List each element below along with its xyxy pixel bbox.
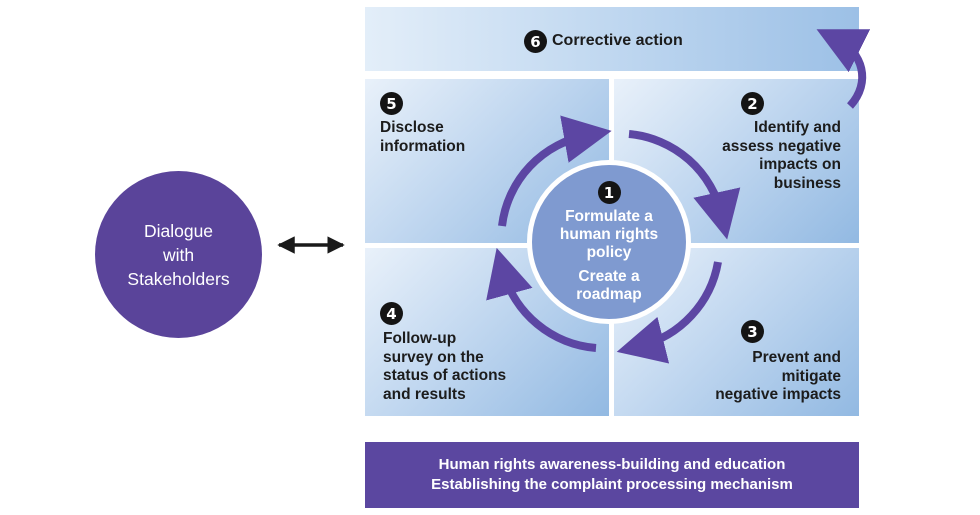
step-2-line: impacts on bbox=[759, 156, 841, 173]
step-2-line: assess negative bbox=[722, 137, 841, 155]
foundation-line-1: Human rights awareness-building and educ… bbox=[438, 456, 786, 473]
step-3-number: 3 bbox=[741, 320, 764, 343]
step-3-line: negative impacts bbox=[715, 386, 841, 403]
step-2-line: business bbox=[773, 174, 841, 192]
step-1-line: human rights bbox=[559, 226, 659, 243]
step-4-line: survey on the bbox=[383, 348, 484, 366]
foundation-line-2: Establishing the complaint processing me… bbox=[431, 476, 793, 493]
step-5-label: Disclose information bbox=[380, 119, 465, 156]
step-3-line: Prevent and bbox=[752, 349, 841, 366]
step-3-line: mitigate bbox=[781, 367, 841, 385]
step-4-number: 4 bbox=[380, 302, 403, 325]
step-4-line: status of actions bbox=[383, 367, 507, 384]
foundation-bar: Human rights awareness-building and educ… bbox=[365, 442, 859, 508]
step-5-line: information bbox=[380, 137, 466, 155]
stakeholder-dialogue-circle: Dialogue with Stakeholders bbox=[95, 171, 262, 338]
step-1-line: policy bbox=[586, 244, 632, 261]
step-1-line: Formulate a bbox=[565, 208, 653, 225]
step-4-line: and results bbox=[383, 385, 466, 403]
step-4-label: Follow-up survey on the status of action… bbox=[383, 330, 506, 404]
step-6: 6 Corrective action bbox=[524, 30, 683, 53]
stakeholder-line-1: Dialogue bbox=[143, 220, 214, 241]
step-3-label: Prevent and mitigate negative impacts bbox=[715, 349, 841, 405]
step-5-line: Disclose bbox=[380, 119, 444, 136]
step-1-line-2: roadmap bbox=[576, 286, 642, 303]
step-1-number: 1 bbox=[597, 181, 621, 204]
cycle-arrow-top-right bbox=[628, 130, 741, 240]
cycle-arrow-top-left bbox=[498, 115, 612, 227]
corrective-action-panel bbox=[365, 7, 859, 71]
cycle-arrow-bottom-left bbox=[486, 247, 597, 352]
step-2-line: Identify and bbox=[754, 119, 841, 136]
step-2-label: Identify and assess negative impacts on … bbox=[722, 119, 841, 193]
step-6-number: 6 bbox=[524, 30, 547, 53]
step-6-label: Corrective action bbox=[552, 32, 683, 50]
stakeholder-line-2: with bbox=[162, 244, 195, 265]
corrective-action-arrow bbox=[816, 29, 871, 109]
step-4-line: Follow-up bbox=[383, 330, 457, 347]
step-5-number: 5 bbox=[380, 92, 403, 115]
step-2-number: 2 bbox=[741, 92, 764, 115]
stakeholder-line-3: Stakeholders bbox=[127, 268, 230, 289]
step-1-line-2: Create a bbox=[578, 268, 640, 285]
cycle-arrow-bottom-right bbox=[616, 261, 722, 364]
step-1-center-circle: 1 Formulate a human rights policy Create… bbox=[527, 160, 691, 324]
